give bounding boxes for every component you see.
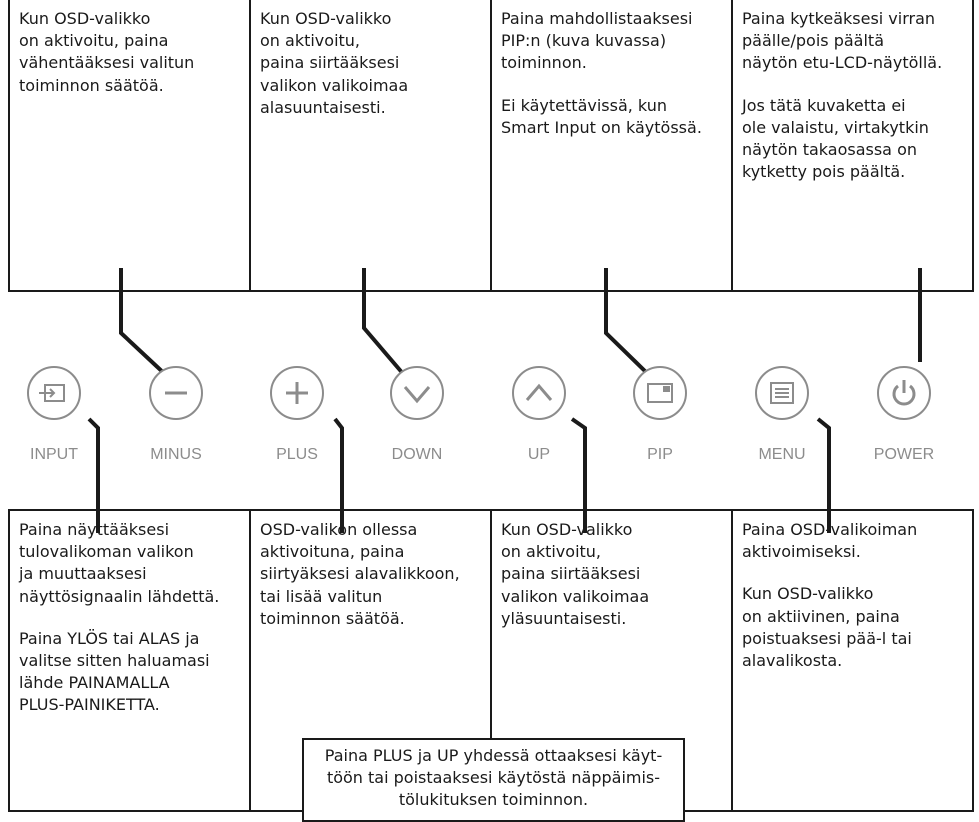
down-label: DOWN <box>391 446 443 463</box>
menu-label: MENU <box>758 446 806 463</box>
plus-button[interactable] <box>270 366 324 420</box>
input-label: INPUT <box>30 446 78 463</box>
input-button[interactable] <box>27 366 81 420</box>
menu-icon <box>770 382 794 404</box>
up-description-text: Kun OSD-valikko on aktivoitu, paina siir… <box>501 520 650 628</box>
menu-description-text: Paina OSD-valikoiman aktivoimiseksi. <box>742 520 918 562</box>
pip-description-note: Ei käytettävissä, kun Smart Input on käy… <box>501 95 702 137</box>
input-description-box: Paina näyttääksesi tulovalikoman valikon… <box>10 511 251 810</box>
keylock-note: Paina PLUS ja UP yhdessä ottaaksesi käyt… <box>302 738 685 822</box>
plus-label: PLUS <box>276 446 318 463</box>
power-description-text: Paina kytkeäksesi virran päälle/pois pää… <box>742 9 943 73</box>
power-label: POWER <box>873 446 935 463</box>
minus-button[interactable] <box>149 366 203 420</box>
input-description-text: Paina näyttääksesi tulovalikoman valikon… <box>19 520 220 606</box>
pip-description-box: Paina mahdollistaaksesi PIP:n (kuva kuva… <box>492 0 733 290</box>
power-icon <box>892 380 916 406</box>
minus-description-text: Kun OSD-valikko on aktivoitu, paina vähe… <box>19 9 195 95</box>
power-description-box: Paina kytkeäksesi virran päälle/pois pää… <box>733 0 972 290</box>
minus-label: MINUS <box>150 446 202 463</box>
chevron-up-icon <box>525 383 553 401</box>
power-button[interactable] <box>877 366 931 420</box>
pip-label: PIP <box>647 446 673 463</box>
input-icon <box>39 384 65 402</box>
down-description-text: Kun OSD-valikko on aktivoitu, paina siir… <box>260 9 409 117</box>
menu-description-box: Paina OSD-valikoiman aktivoimiseksi. Kun… <box>733 511 972 810</box>
up-button[interactable] <box>512 366 566 420</box>
up-label: UP <box>527 446 551 463</box>
down-description-box: Kun OSD-valikko on aktivoitu, paina siir… <box>251 0 492 290</box>
power-description-note: Jos tätä kuvaketta ei ole valaistu, virt… <box>742 95 929 182</box>
plus-icon <box>286 382 308 404</box>
pip-description-text: Paina mahdollistaaksesi PIP:n (kuva kuva… <box>501 9 693 73</box>
input-description-note: Paina YLÖS tai ALAS ja valitse sitten ha… <box>19 628 210 715</box>
pip-button[interactable] <box>633 366 687 420</box>
up-description-box: Kun OSD-valikko on aktivoitu, paina siir… <box>492 511 733 810</box>
top-description-row: Kun OSD-valikko on aktivoitu, paina vähe… <box>8 0 974 292</box>
chevron-down-icon <box>403 386 431 404</box>
pip-icon <box>647 383 673 403</box>
menu-button[interactable] <box>755 366 809 420</box>
plus-description-text: OSD-valikon ollessa aktivoituna, paina s… <box>260 520 460 628</box>
plus-description-box: OSD-valikon ollessa aktivoituna, paina s… <box>251 511 492 810</box>
menu-description-note: Kun OSD-valikko on aktiivinen, paina poi… <box>742 584 912 671</box>
minus-icon <box>165 391 187 395</box>
minus-description-box: Kun OSD-valikko on aktivoitu, paina vähe… <box>10 0 251 290</box>
down-button[interactable] <box>390 366 444 420</box>
